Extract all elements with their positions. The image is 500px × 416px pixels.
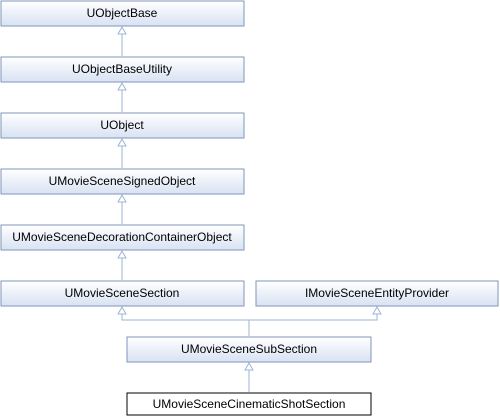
node-label: UMovieSceneSubSection: [181, 342, 317, 356]
edges: [117, 25, 382, 392]
arrowhead-decoration-container: [117, 249, 127, 259]
arrowhead-uobject: [117, 137, 127, 147]
node-label: UObjectBase: [87, 6, 158, 20]
node-label: IMovieSceneEntityProvider: [305, 286, 449, 300]
node-imoviesceneentityprovider[interactable]: IMovieSceneEntityProvider: [255, 280, 499, 307]
node-umoviescenesignedobject[interactable]: UMovieSceneSignedObject: [0, 168, 245, 195]
node-uobject[interactable]: UObject: [0, 112, 245, 139]
arrowhead-uobjectbaseutility: [117, 81, 127, 91]
node-label: UMovieSceneSignedObject: [49, 174, 196, 188]
edge-subsection-to-entity-provider: [249, 312, 378, 321]
node-uobjectbaseutility[interactable]: UObjectBaseUtility: [0, 56, 245, 83]
arrowhead-entity-provider: [372, 305, 382, 315]
edge-subsection-to-section: [121, 312, 250, 336]
node-umoviescenecinematicshotsection-current: UMovieSceneCinematicShotSection: [126, 392, 372, 416]
node-uobjectbase[interactable]: UObjectBase: [0, 0, 245, 27]
arrowhead-signed-object: [117, 193, 127, 203]
node-label: UMovieSceneCinematicShotSection: [153, 397, 346, 411]
arrowhead-uobjectbase: [117, 25, 127, 35]
node-umoviescenesection[interactable]: UMovieSceneSection: [0, 280, 245, 307]
node-label: UMovieSceneSection: [65, 286, 180, 300]
node-umoviescenedecorationcontainerobject[interactable]: UMovieSceneDecorationContainerObject: [0, 224, 245, 251]
arrowhead-sub-section: [244, 361, 254, 371]
arrowhead-section: [117, 305, 127, 315]
node-label: UObjectBaseUtility: [72, 62, 172, 76]
node-label: UMovieSceneDecorationContainerObject: [12, 230, 232, 244]
node-label: UObject: [100, 118, 144, 132]
node-umoviescenesubsection[interactable]: UMovieSceneSubSection: [126, 336, 372, 363]
